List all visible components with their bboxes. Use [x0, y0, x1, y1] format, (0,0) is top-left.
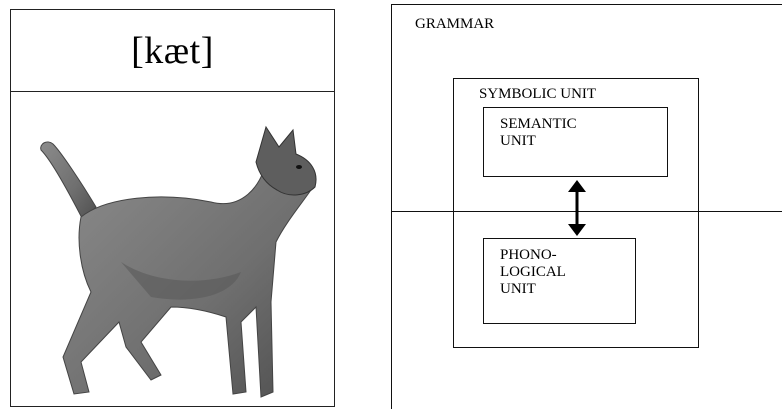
- cat-image: [11, 92, 334, 408]
- semantic-unit-label: SEMANTIC UNIT: [500, 116, 577, 149]
- phonological-unit-box: [483, 238, 636, 324]
- phonological-form-box: [kæt]: [11, 10, 334, 92]
- grammar-frame: [391, 4, 782, 409]
- symbolic-unit-box: [453, 78, 699, 348]
- symbolic-unit-label: SYMBOLIC UNIT: [479, 86, 597, 102]
- double-arrow-icon: [566, 180, 588, 236]
- cat-illustration: [40, 125, 317, 398]
- grammar-label: GRAMMAR: [415, 16, 495, 32]
- phonological-form-text: [kæt]: [131, 29, 214, 72]
- divider-line: [391, 211, 782, 212]
- sign-panel: [kæt]: [10, 9, 335, 407]
- phonological-unit-label: PHONO- LOGICAL UNIT: [500, 247, 566, 297]
- semantic-unit-box: [483, 107, 668, 177]
